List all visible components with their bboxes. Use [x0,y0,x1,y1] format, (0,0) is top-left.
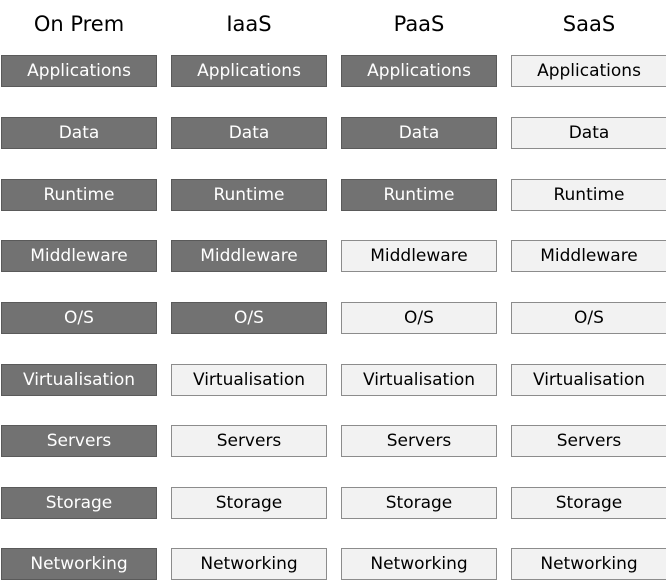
layer-box-on-prem-storage: Storage [1,487,157,519]
layer-box-saas-servers: Servers [511,425,666,457]
layer-box-paas-storage: Storage [341,487,497,519]
layer-box-iaas-data: Data [171,117,327,149]
layer-box-iaas-runtime: Runtime [171,179,327,211]
layer-box-on-prem-middleware: Middleware [1,240,157,272]
column-header-on-prem: On Prem [33,12,125,36]
layer-box-on-prem-o-s: O/S [1,302,157,334]
layer-box-on-prem-networking: Networking [1,548,157,580]
layer-box-saas-o-s: O/S [511,302,666,334]
layer-box-saas-virtualisation: Virtualisation [511,364,666,396]
layer-box-paas-virtualisation: Virtualisation [341,364,497,396]
layer-box-on-prem-virtualisation: Virtualisation [1,364,157,396]
column-header-saas: SaaS [562,12,616,36]
column-header-iaas: IaaS [226,12,272,36]
layer-box-iaas-storage: Storage [171,487,327,519]
layer-box-iaas-o-s: O/S [171,302,327,334]
layer-box-iaas-virtualisation: Virtualisation [171,364,327,396]
layer-box-paas-servers: Servers [341,425,497,457]
layer-box-saas-networking: Networking [511,548,666,580]
layer-box-paas-data: Data [341,117,497,149]
layer-box-saas-middleware: Middleware [511,240,666,272]
layer-box-iaas-middleware: Middleware [171,240,327,272]
layer-box-saas-applications: Applications [511,55,666,87]
layer-box-iaas-applications: Applications [171,55,327,87]
column-header-paas: PaaS [393,12,445,36]
layer-box-saas-storage: Storage [511,487,666,519]
layer-box-paas-applications: Applications [341,55,497,87]
layer-box-on-prem-applications: Applications [1,55,157,87]
layer-box-paas-middleware: Middleware [341,240,497,272]
layer-box-saas-data: Data [511,117,666,149]
layer-box-on-prem-runtime: Runtime [1,179,157,211]
layer-box-paas-o-s: O/S [341,302,497,334]
layer-box-saas-runtime: Runtime [511,179,666,211]
layer-box-iaas-networking: Networking [171,548,327,580]
layer-box-iaas-servers: Servers [171,425,327,457]
layer-box-paas-runtime: Runtime [341,179,497,211]
layer-box-on-prem-data: Data [1,117,157,149]
layer-box-on-prem-servers: Servers [1,425,157,457]
layer-box-paas-networking: Networking [341,548,497,580]
